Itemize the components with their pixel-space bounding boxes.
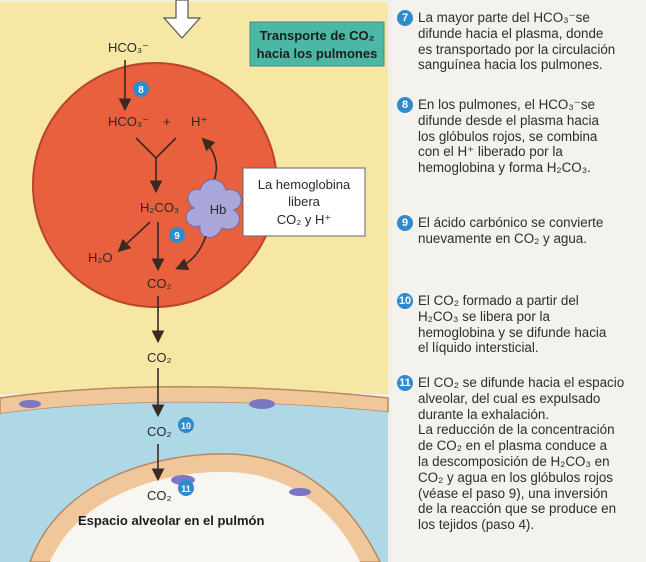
step-8-line: En los pulmones, el HCO₃⁻se [418,97,596,112]
step-8-line: los glóbulos rojos, se combina [418,128,598,144]
step-9-line: nuevamente en CO₂ y agua. [418,230,587,246]
h2co3-label: H₂CO₃ [140,200,179,215]
hemoglobin-label: Hb [210,202,227,217]
step-11-extra-line: de CO₂ en el plasma conduce a [418,438,608,454]
combine-lines [135,137,177,190]
step-7-line: difunde hacia el plasma, donde [418,25,604,41]
h-plus-label: H⁺ [191,114,207,129]
h2o-label: H₂O [88,250,113,265]
step-7-line: La mayor parte del HCO₃⁻se [418,10,590,25]
hemoglobin-info-line-3: CO₂ y H⁺ [277,212,332,227]
step-8-line: con el H⁺ liberado por la [418,144,563,160]
step-11-line: El CO₂ se difunde hacia el espacio [418,375,625,390]
title-box [249,21,385,67]
step-11-line: alveolar, del cual es expulsado [418,390,601,406]
incoming-arrow [162,0,202,39]
title-line-1: Transporte de CO₂ [260,28,375,43]
co2-alveolar-label: CO₂ [147,488,172,503]
step-badge-9 [169,227,185,243]
endothelial-nucleus [249,399,275,409]
step-badge-10 [178,417,194,433]
step-10-line: hemoglobina y se difunde hacia [418,324,607,340]
step-11-extra-line: de la reacción que se produce en [418,501,617,517]
step-11-extra-line: la descomposición de H₂CO₃ en [418,453,610,469]
step-badge-8-num: 8 [138,85,144,96]
hco3-plasma-label: HCO₃⁻ [108,40,149,55]
step-7-line: es transportado por la circulación [418,41,616,57]
arrow-h-from-hb [201,137,218,181]
arrow-co2-from-hb [175,235,207,271]
alveolar-space [50,471,360,562]
step-9-line: El ácido carbónico se convierte [418,215,604,230]
step-11-extra-line: CO₂ y agua en los glóbulos rojos [418,469,614,485]
endothelial-nucleus [19,400,41,408]
plus-sign: + [163,114,171,129]
step-10-line: H₂CO₃ se libera por la [418,308,550,324]
step-badge-11 [178,480,194,496]
step-10: 10 El CO₂ formado a partir del H₂CO₃ se … [397,293,637,356]
step-11-extra-line: (véase el paso 9), una inversión [418,485,608,501]
hemoglobin-shape [185,179,242,238]
step-7-badge: 7 [397,10,413,26]
step-badge-11-num: 11 [181,484,191,494]
step-11-extra-line: los tejidos (paso 4). [418,517,535,533]
step-10-badge: 10 [397,293,413,309]
hco3-cell-label: HCO₃⁻ [108,114,149,129]
alveolar-space-label: Espacio alveolar en el pulmón [78,513,264,528]
step-9: 9 El ácido carbónico se convierte nuevam… [397,215,637,247]
step-7: 7 La mayor parte del HCO₃⁻se difunde hac… [397,10,637,73]
step-10-line: el líquido intersticial. [418,340,539,356]
co2-cell-label: CO₂ [147,276,172,291]
step-11-badge: 11 [397,375,413,391]
title-line-2: hacia los pulmones [257,46,378,61]
step-badge-8 [133,81,149,97]
step-9-badge: 9 [397,215,413,231]
step-11-line: durante la exhalación. [418,406,550,422]
step-11: 11 El CO₂ se difunde hacia el espacio al… [397,375,637,533]
step-11-extra-line: La reducción de la concentración [418,422,615,438]
step-8-badge: 8 [397,97,413,113]
step-10-line: El CO₂ formado a partir del [418,293,579,308]
hemoglobin-info-line-2: libera [288,194,321,209]
hemoglobin-info-box [242,167,366,237]
step-badge-9-num: 9 [174,231,180,242]
arrow-to-h2o [117,221,151,253]
co2-wall-label: CO₂ [147,424,172,439]
step-8-line: difunde desde el plasma hacia [418,112,599,128]
co2-interstitial-label: CO₂ [147,350,172,365]
step-badge-10-num: 10 [181,421,191,431]
alveolar-nucleus [289,488,311,496]
hemoglobin-info-line-1: La hemoglobina [258,177,351,192]
red-blood-cell [32,62,278,308]
step-8-line: hemoglobina y forma H₂CO₃. [418,160,591,176]
step-7-line: sanguínea hacia los pulmones. [418,57,603,73]
step-8: 8 En los pulmones, el HCO₃⁻se difunde de… [397,97,637,176]
